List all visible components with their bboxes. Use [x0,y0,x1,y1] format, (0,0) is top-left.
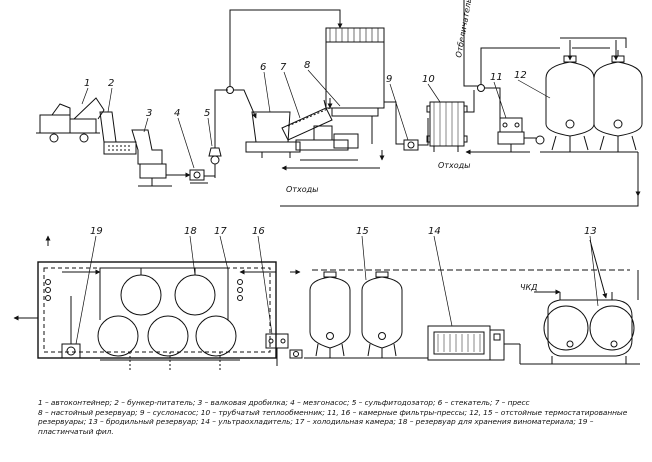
plate-filter [61,296,81,359]
label-5: 5 [204,108,210,119]
label-18: 18 [184,226,197,237]
must-pump [403,118,429,151]
settling-tank-12b [593,50,643,151]
drainer [245,111,301,158]
fermentation-tanks [519,239,640,365]
pulp-pump [166,169,208,184]
storage-tanks [97,267,237,357]
label-6: 6 [260,62,266,73]
label-10: 10 [422,74,435,85]
press [281,98,349,151]
label-8: 8 [304,60,310,71]
tubular-heat-exchanger [426,90,475,152]
chamber-filter-press-16 [265,333,303,366]
hopper-feeder [99,111,137,155]
settling-tank-12a [545,50,595,151]
annotation-waste-right: Отходы [438,161,470,170]
infusion-tank [300,27,404,169]
annotation-waste-left: Отходы [286,185,318,194]
legend-line-2: 8 – настойный резервуар; 9 – сусло­насос… [38,407,628,436]
annotation-chk: ЧКД [520,283,537,292]
label-7: 7 [280,62,287,73]
label-15: 15 [356,226,369,237]
settling-tank-15b [361,271,403,357]
label-3: 3 [146,108,152,119]
label-11: 11 [490,72,503,83]
annotation-vertical: Отбеличатель [454,0,473,58]
label-16: 16 [252,226,265,237]
chamber-filter-press-11 [480,117,545,153]
label-9: 9 [386,74,392,85]
label-4: 4 [174,108,180,119]
process-flow-diagram: 1 2 3 4 5 6 7 8 9 10 11 12 13 14 15 16 1… [13,0,643,372]
label-19: 19 [90,226,103,237]
truck-autocontainer [36,97,105,143]
label-1: 1 [84,78,90,89]
label-12: 12 [514,70,527,81]
label-13: 13 [584,226,597,237]
label-17: 17 [214,226,227,237]
legend: 1 – автоконтейнер; 2 – бункер-питатель; … [38,398,644,436]
legend-line-1: 1 – автоконтейнер; 2 – бункер-питатель; … [38,398,530,407]
label-14: 14 [428,226,441,237]
sulfite-doser [204,147,222,178]
settling-tank-15a [309,271,351,357]
ultra-cooler [420,325,520,361]
roller-crusher [131,129,172,187]
label-2: 2 [108,78,114,89]
